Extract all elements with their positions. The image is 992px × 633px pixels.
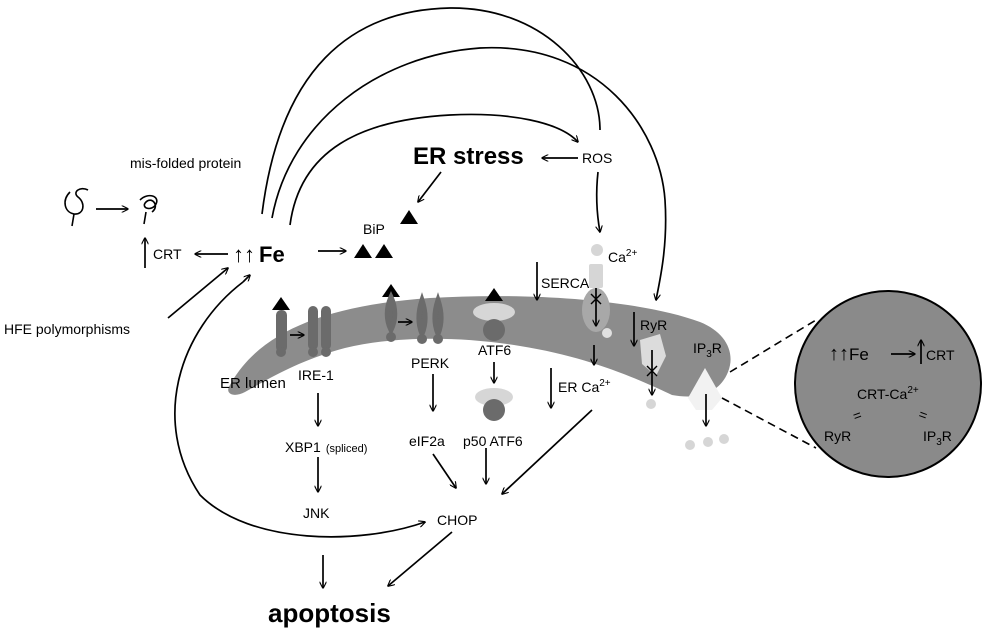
inset-connector [729, 319, 817, 373]
perk-receptor [416, 292, 428, 341]
xbp1-label: XBP1 [285, 439, 321, 455]
inset-connector [721, 397, 817, 449]
ire1-label: IRE-1 [298, 367, 334, 383]
bip-triangle [354, 244, 372, 258]
crt-label: CRT [153, 246, 182, 262]
hfe-polymorphisms-label: HFE polymorphisms [4, 321, 130, 337]
chop-label: CHOP [437, 512, 477, 528]
serca-label: SERCA [541, 275, 590, 291]
fe-to-ros-loop [289, 113, 578, 226]
ip3r-label: IP [693, 340, 706, 356]
fe-label: Fe [259, 242, 285, 267]
ire1-receptor [276, 310, 287, 352]
bip-label: BiP [363, 221, 385, 237]
inset-up-arrows: ↑↑ [829, 343, 849, 365]
serca-channel [589, 264, 603, 288]
perk-receptor [384, 290, 398, 336]
inset-ip3r-label: IP [923, 428, 936, 444]
apoptosis-label: apoptosis [268, 598, 391, 628]
misfolded-protein-icon [139, 194, 158, 225]
inset-crt-ca-label: CRT-Ca [857, 386, 908, 402]
svg-text:↑↑Fe: ↑↑Fe [233, 242, 285, 267]
svg-text:XBP1(spliced): XBP1 (spliced) [285, 439, 367, 455]
chop-fe-loop [174, 281, 425, 538]
ip3r-channel [688, 368, 722, 410]
inset-ryr-label: RyR [824, 428, 851, 444]
p50-atf6-shape [475, 388, 513, 406]
ryr-label: RyR [640, 317, 667, 333]
jnk-label: JNK [303, 505, 330, 521]
crt-calcium-inset [794, 290, 982, 478]
svg-text:IP3R: IP3R [923, 428, 952, 448]
perk-receptor [432, 292, 444, 341]
svg-text:Ca2+: Ca2+ [608, 248, 637, 265]
ire1-receptor [308, 306, 318, 350]
spliced-label: (spliced) [326, 443, 368, 455]
bip-triangle [400, 210, 418, 224]
misfolded-protein-label: mis-folded protein [130, 155, 241, 171]
ire1-receptor [321, 306, 331, 350]
atf6-receptor [473, 303, 515, 321]
er-calcium-label: ER Ca [558, 379, 599, 395]
inset-crt-label: CRT [926, 347, 955, 363]
fe-up-arrows: ↑↑ [233, 242, 255, 267]
er-lumen-label: ER lumen [220, 375, 286, 392]
fe-to-ryr-loop [271, 47, 667, 300]
ryr-channel [640, 334, 666, 376]
svg-text:CRT-Ca2+: CRT-Ca2+ [857, 385, 919, 402]
calcium-label: Ca [608, 249, 626, 265]
eif2a-label: eIF2a [409, 433, 445, 449]
unfolded-protein-icon [64, 187, 89, 227]
p50-atf6-label: p50 ATF6 [463, 433, 523, 449]
atf6-label: ATF6 [478, 342, 511, 358]
inset-superscript: 2+ [907, 385, 919, 396]
bip-triangle [375, 244, 393, 258]
svg-text:ER Ca2+: ER Ca2+ [558, 378, 611, 395]
ros-label: ROS [582, 150, 612, 166]
perk-label: PERK [411, 355, 450, 371]
inset-fe-label: Fe [849, 345, 869, 364]
svg-text:IP3R: IP3R [693, 340, 722, 360]
svg-text:↑↑Fe: ↑↑Fe [829, 343, 869, 365]
fe-to-serca-loop [261, 7, 601, 215]
er-stress-label: ER stress [413, 143, 524, 170]
